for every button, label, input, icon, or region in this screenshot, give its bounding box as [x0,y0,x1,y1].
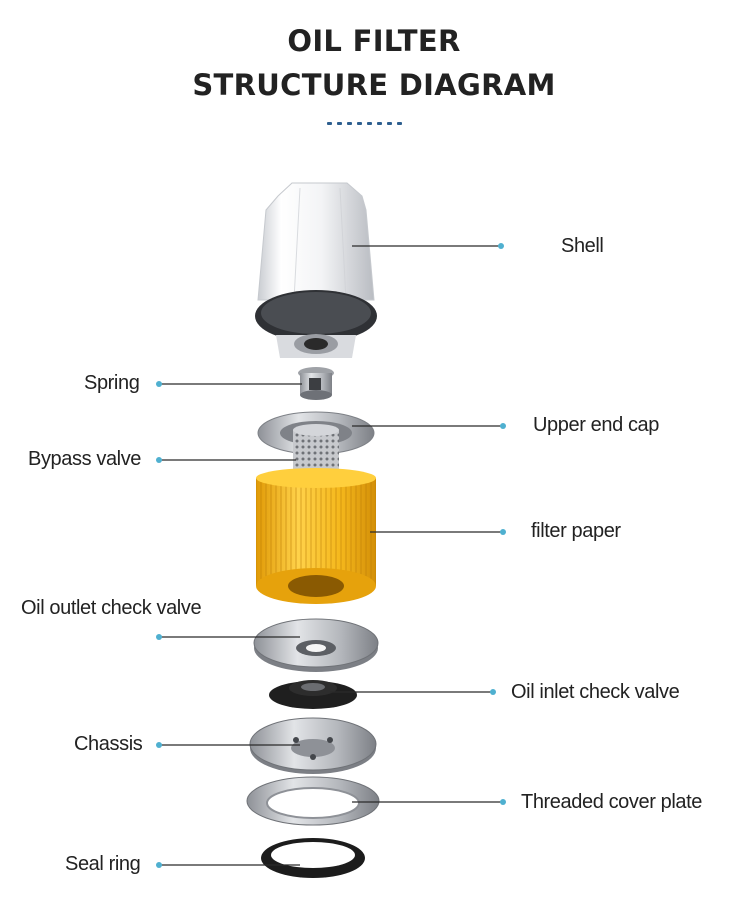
chassis-part [249,717,377,774]
label-spring: Spring [84,372,140,394]
leader-dot-spring [156,381,162,387]
label-upper-end-cap: Upper end cap [533,414,660,436]
leader-lines [156,243,506,868]
label-shell: Shell [561,235,604,257]
seal-ring-part [261,838,365,878]
label-filter-paper: filter paper [531,520,621,542]
title-decorative-dots [327,122,402,125]
spring-part [298,367,334,400]
leader-dot-bypass-valve [156,457,162,463]
label-threaded-cover-plate: Threaded cover plate [521,791,703,813]
label-seal-ring: Seal ring [65,853,141,875]
diagram-title-line-1: OIL FILTER [287,24,461,58]
label-bypass-valve: Bypass valve [28,448,142,470]
threaded-cover-plate-part [246,776,380,826]
leader-dot-upper-end-cap [500,423,506,429]
oil-outlet-check-valve-part [253,618,379,672]
filter-paper-part [256,468,376,604]
leader-dot-oil-inlet-check-valve [490,689,496,695]
leader-dot-filter-paper [500,529,506,535]
label-oil-outlet-check-valve: Oil outlet check valve [21,597,202,619]
leader-dot-oil-outlet-check-valve [156,634,162,640]
shell-part [255,182,377,358]
leader-dot-threaded-cover-plate [500,799,506,805]
leader-dot-shell [498,243,504,249]
diagram-title-line-2: STRUCTURE DIAGRAM [192,68,556,102]
label-oil-inlet-check-valve: Oil inlet check valve [511,681,680,703]
label-chassis: Chassis [74,733,143,755]
oil-inlet-check-valve-part [269,680,357,709]
leader-dot-seal-ring [156,862,162,868]
leader-dot-chassis [156,742,162,748]
